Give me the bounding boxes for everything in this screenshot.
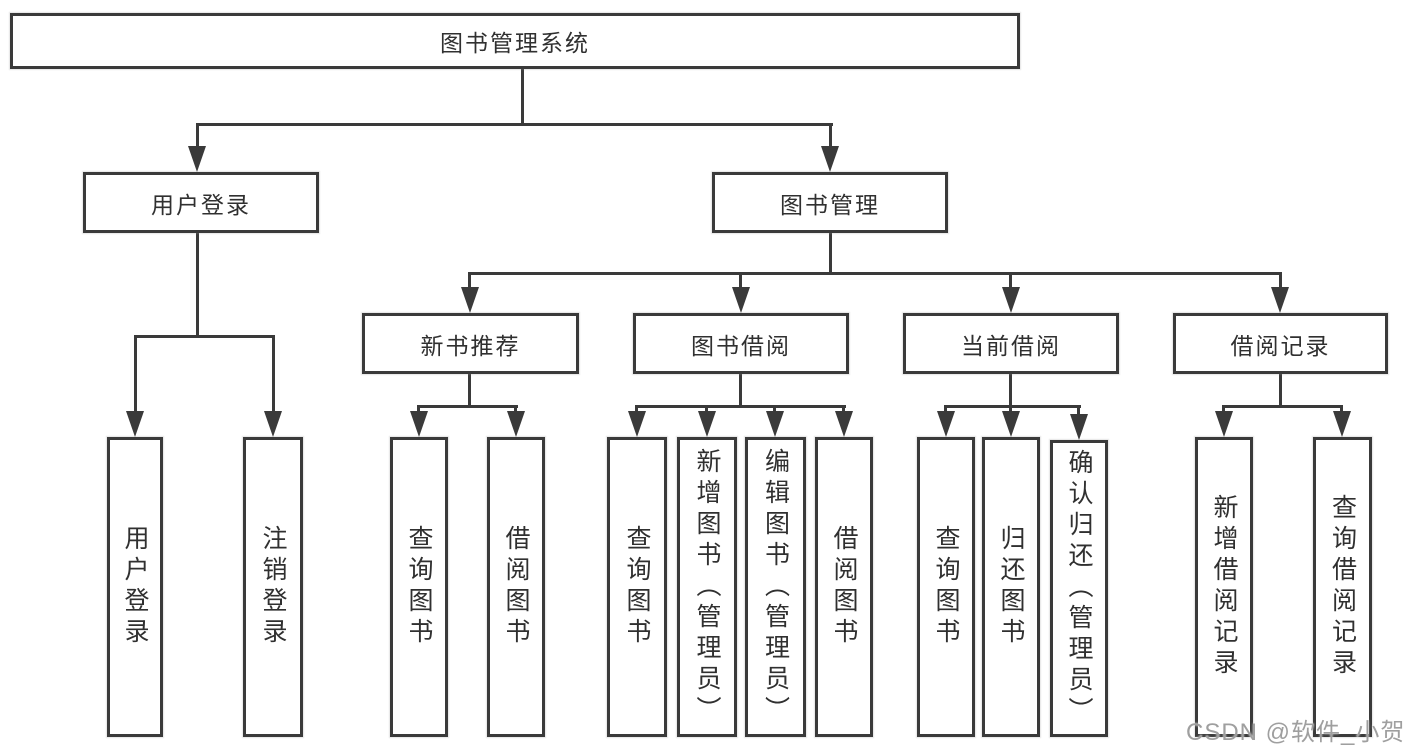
arrow-down-icon bbox=[461, 287, 479, 313]
connector-line bbox=[468, 272, 1282, 275]
connector-line bbox=[1009, 405, 1012, 415]
arrow-down-icon bbox=[1002, 287, 1020, 313]
arrow-down-icon bbox=[1271, 287, 1289, 313]
connector-line bbox=[134, 335, 137, 415]
connector-line bbox=[514, 405, 517, 415]
connector-line bbox=[1340, 405, 1343, 415]
arrow-down-icon bbox=[937, 411, 955, 437]
connector-line bbox=[468, 272, 471, 291]
connector-line bbox=[1222, 405, 1225, 415]
csdn-watermark: CSDN @软件_小贺同学 bbox=[1186, 719, 1405, 746]
connector-line bbox=[635, 405, 638, 415]
connector-line bbox=[1222, 405, 1343, 408]
node-book-borrow: 图书借阅 bbox=[633, 313, 849, 374]
leaf-query-borrow-record: 查询借阅记录 bbox=[1313, 437, 1372, 737]
connector-line bbox=[739, 373, 742, 408]
leaf-add-books-admin: 新增图书（管理员） bbox=[677, 437, 737, 737]
leaf-user-login: 用户登录 bbox=[107, 437, 163, 737]
leaf-recommend-borrow-books: 借阅图书 bbox=[487, 437, 545, 737]
connector-line bbox=[1279, 373, 1282, 408]
arrow-down-icon bbox=[507, 411, 525, 437]
node-book-management: 图书管理 bbox=[712, 172, 948, 233]
connector-line bbox=[944, 405, 947, 415]
leaf-recommend-query-books: 查询图书 bbox=[390, 437, 448, 737]
node-current-borrow: 当前借阅 bbox=[903, 313, 1119, 374]
leaf-confirm-return-admin: 确认归还（管理员） bbox=[1050, 440, 1108, 737]
leaf-add-borrow-record: 新增借阅记录 bbox=[1195, 437, 1253, 737]
connector-line bbox=[196, 123, 199, 150]
arrow-down-icon bbox=[1002, 411, 1020, 437]
arrow-down-icon bbox=[1070, 414, 1088, 440]
connector-line bbox=[417, 405, 518, 408]
connector-line bbox=[417, 405, 420, 415]
arrow-down-icon bbox=[732, 287, 750, 313]
connector-line bbox=[468, 373, 471, 408]
arrow-down-icon bbox=[126, 411, 144, 437]
connector-line bbox=[773, 405, 776, 415]
arrow-down-icon bbox=[1215, 411, 1233, 437]
leaf-return-books: 归还图书 bbox=[982, 437, 1040, 737]
leaf-borrow-books: 借阅图书 bbox=[815, 437, 873, 737]
arrow-down-icon bbox=[766, 411, 784, 437]
node-new-book-recommend: 新书推荐 bbox=[362, 313, 579, 374]
connector-line bbox=[521, 68, 524, 126]
node-borrow-records: 借阅记录 bbox=[1173, 313, 1388, 374]
leaf-logout: 注销登录 bbox=[243, 437, 303, 737]
connector-line bbox=[196, 123, 833, 126]
leaf-borrow-query-books: 查询图书 bbox=[607, 437, 667, 737]
connector-line bbox=[944, 405, 1081, 408]
arrow-down-icon bbox=[188, 146, 206, 172]
connector-line bbox=[1077, 405, 1080, 417]
connector-line bbox=[829, 123, 832, 150]
connector-line bbox=[1279, 272, 1282, 291]
connector-line bbox=[1009, 373, 1012, 408]
connector-line bbox=[739, 272, 742, 291]
arrow-down-icon bbox=[835, 411, 853, 437]
connector-line bbox=[196, 233, 199, 338]
arrow-down-icon bbox=[410, 411, 428, 437]
connector-line bbox=[842, 405, 845, 415]
arrow-down-icon bbox=[628, 411, 646, 437]
connector-line bbox=[134, 335, 275, 338]
connector-line bbox=[1009, 272, 1012, 291]
arrow-down-icon bbox=[1333, 411, 1351, 437]
leaf-current-query-books: 查询图书 bbox=[917, 437, 975, 737]
connector-line bbox=[829, 233, 832, 275]
connector-line bbox=[705, 405, 708, 415]
leaf-edit-books-admin: 编辑图书（管理员） bbox=[745, 437, 806, 737]
node-root: 图书管理系统 bbox=[10, 13, 1020, 69]
node-user-login: 用户登录 bbox=[83, 172, 319, 233]
connector-line bbox=[272, 335, 275, 415]
connector-line bbox=[635, 405, 846, 408]
arrow-down-icon bbox=[821, 146, 839, 172]
arrow-down-icon bbox=[264, 411, 282, 437]
arrow-down-icon bbox=[698, 411, 716, 437]
